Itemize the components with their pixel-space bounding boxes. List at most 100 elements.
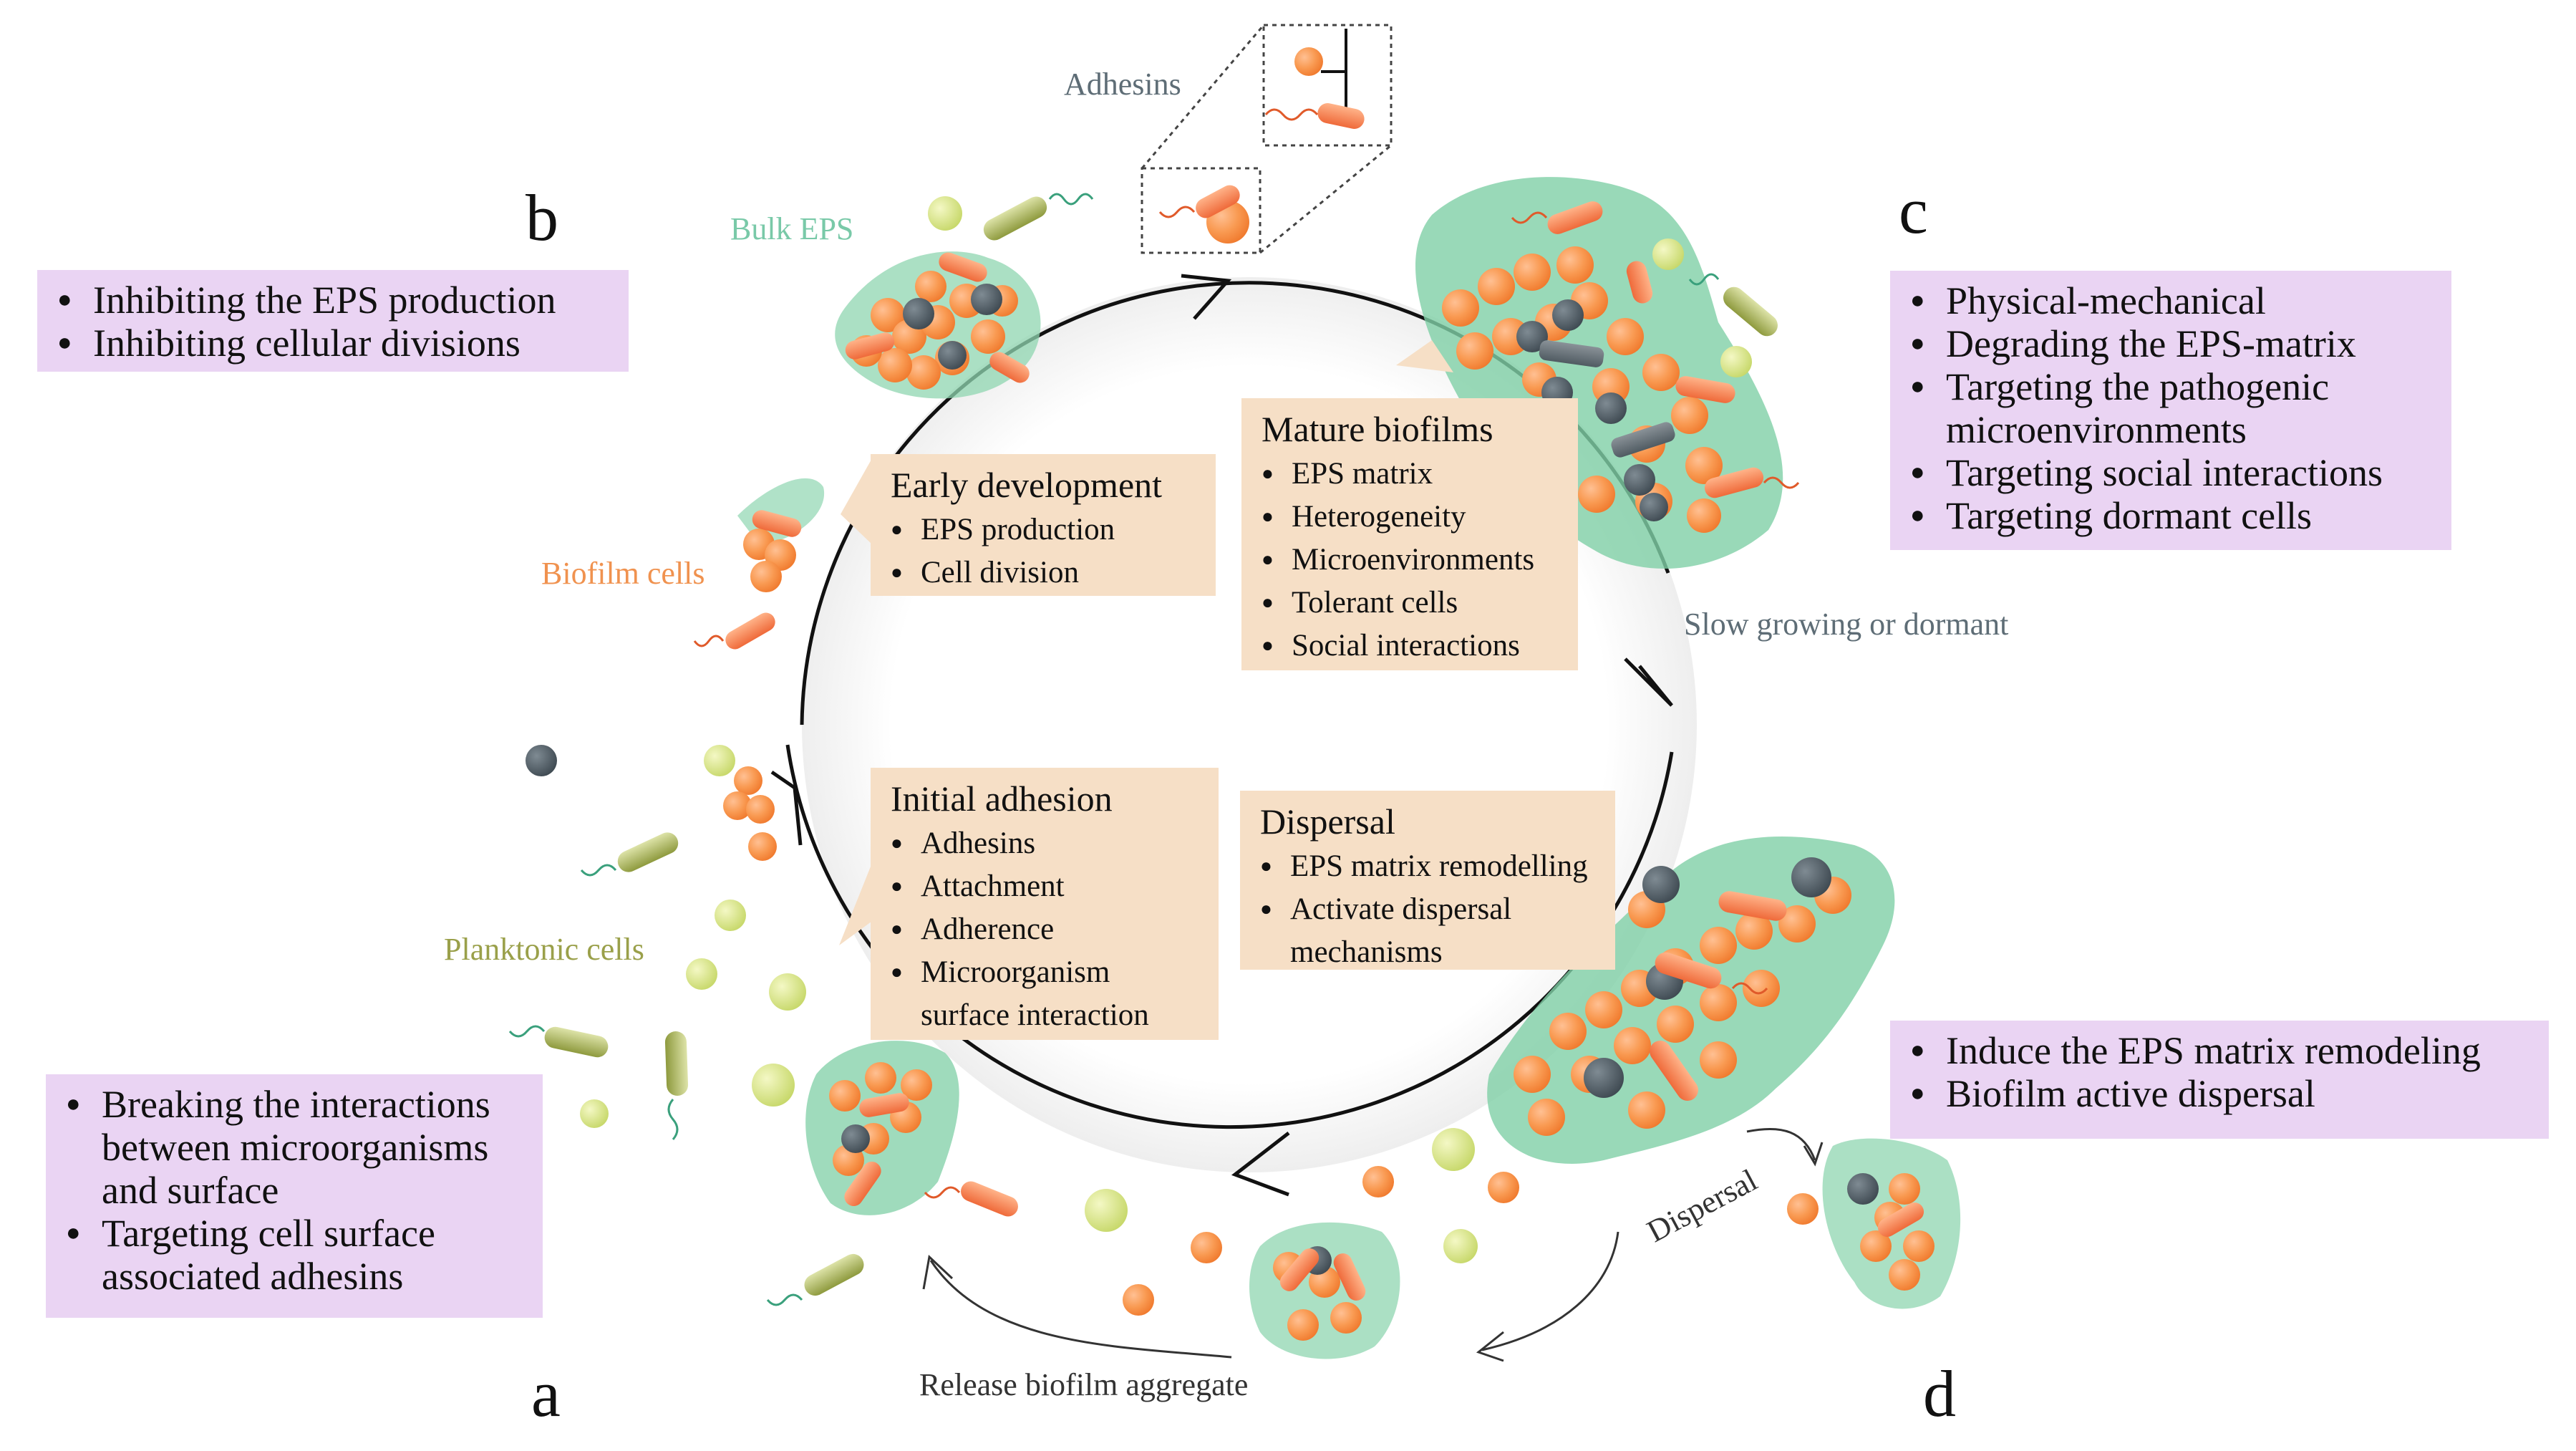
biofilm-cell (1889, 1173, 1920, 1205)
planktonic-cell (928, 196, 962, 231)
rod-cell (1547, 201, 1603, 234)
biofilm-cell (750, 561, 782, 592)
rod-cell (1718, 891, 1787, 921)
strategy-item: Targeting the pathogenic microenvironmen… (1906, 365, 2433, 451)
strategy-box-a: Breaking the interactions between microo… (46, 1074, 543, 1318)
planktonic-rod (664, 1031, 689, 1096)
stage-item: Social interactions (1262, 625, 1562, 667)
biofilm-cell (1556, 246, 1594, 284)
biofilm-cluster-early (845, 252, 1030, 390)
flagellum (924, 1186, 961, 1199)
flagellum (1511, 211, 1548, 224)
biofilm-cell (746, 795, 775, 824)
biofilm-cell (865, 1062, 896, 1094)
stage-item: Adherence (891, 908, 1203, 951)
biofilm-cluster-attached (829, 1062, 1018, 1217)
stage-title: Dispersal (1260, 801, 1395, 842)
dormant-cell (1847, 1173, 1879, 1205)
rod-cell (1655, 952, 1722, 989)
planktonic-cell (1652, 238, 1684, 270)
planktonic-rod (804, 1253, 864, 1296)
biofilm-cell (1700, 927, 1737, 964)
strategy-box-b: Inhibiting the EPS production Inhibiting… (37, 270, 629, 372)
dormant-cell (841, 1124, 870, 1153)
panel-letter-b: b (526, 181, 558, 254)
rod-cell (845, 332, 895, 360)
adhered-rod-cell (1196, 185, 1240, 218)
biofilm-cell (1607, 318, 1644, 355)
dormant-cell (903, 298, 934, 329)
biofilm-cell (1488, 1172, 1519, 1203)
adhered-cell (1294, 47, 1323, 76)
dispersed-cluster (1787, 1173, 1935, 1291)
biofilm-cell (1743, 970, 1780, 1007)
stage-title: Mature biofilms (1262, 409, 1493, 449)
rod-cell (1333, 1253, 1366, 1301)
strategy-item: Targeting cell surface associated adhesi… (62, 1212, 524, 1298)
strategy-box-c: Physical-mechanical Degrading the EPS-ma… (1890, 271, 2451, 550)
rod-cell (1877, 1202, 1924, 1237)
planktonic-cell (580, 1099, 609, 1128)
biofilm-cluster-dispersal (1514, 857, 1851, 1136)
adhesin-zoom-box-small (1141, 167, 1262, 254)
stage-item: EPS matrix (1262, 453, 1562, 496)
biofilm-cell (1687, 498, 1721, 533)
stage-title: Initial adhesion (891, 778, 1113, 819)
biofilm-cell (1578, 476, 1615, 513)
panel-letter-c: c (1899, 174, 1928, 247)
strategy-item: Biofilm active dispersal (1906, 1072, 2530, 1115)
stage-item: Attachment (891, 865, 1203, 908)
rod-cell (1704, 467, 1764, 498)
biofilm-cell (1860, 1230, 1892, 1262)
biofilm-cell (1889, 1259, 1920, 1291)
stage-box-initial-adhesion: Initial adhesion Adhesins Attachment Adh… (871, 768, 1219, 1040)
biofilm-cell (1456, 332, 1493, 370)
biofilm-cell (829, 1080, 861, 1112)
planktonic-cell (715, 900, 746, 931)
flagellum (1158, 206, 1196, 218)
flagellum (1688, 273, 1720, 286)
cycle-arrowhead-left (770, 770, 803, 846)
biofilm-cell (748, 832, 777, 861)
rod-cell (1675, 376, 1735, 403)
dormant-cell (1516, 321, 1548, 352)
strategy-item: Targeting dormant cells (1906, 494, 2433, 537)
biofilm-cell (1787, 1193, 1819, 1225)
biofilm-cell (1514, 254, 1551, 291)
cycle-arrowhead-bottom (1231, 1132, 1290, 1197)
biofilm-cell (1123, 1284, 1154, 1316)
label-release-aggregate: Release biofilm aggregate (919, 1367, 1249, 1402)
biofilm-cell (1585, 991, 1622, 1028)
strategy-item: Degrading the EPS-matrix (1906, 322, 2433, 365)
biofilm-cell (1478, 268, 1515, 305)
planktonic-rod (544, 1026, 609, 1058)
dormant-cell (971, 284, 1002, 315)
dormant-rod (1611, 422, 1675, 458)
dormant-cell (1624, 464, 1655, 496)
dormant-cell (1640, 493, 1668, 521)
stage-item: EPS matrix remodelling (1260, 845, 1599, 888)
flagellum (766, 1293, 803, 1306)
rod-cell (844, 1161, 881, 1207)
biofilm-cell (1778, 905, 1816, 943)
flagellum (667, 1099, 679, 1140)
stage-item: Microorganism surface interaction (891, 951, 1203, 1037)
stage-box-early-development: Early development EPS production Cell di… (871, 454, 1216, 596)
biofilm-cell (1671, 397, 1708, 434)
biofilm-cell (723, 791, 752, 820)
release-arrow-left-head (922, 1255, 954, 1290)
early-box-pointer (841, 458, 872, 544)
label-bulk-eps: Bulk EPS (730, 211, 854, 246)
biofilm-cell (734, 766, 762, 795)
dormant-rod (1539, 340, 1604, 367)
strategy-item: Inhibiting the EPS production (53, 279, 610, 322)
panel-letter-d: d (1923, 1357, 1956, 1430)
adhesin-zoom-box-large (1262, 24, 1393, 147)
dormant-cell (1791, 857, 1831, 897)
dormant-cell (1595, 392, 1627, 424)
planktonic-rod (617, 832, 679, 872)
mature-box-pointer (1396, 340, 1453, 372)
biofilm-cell (901, 1069, 932, 1101)
flagellum (1048, 193, 1094, 206)
